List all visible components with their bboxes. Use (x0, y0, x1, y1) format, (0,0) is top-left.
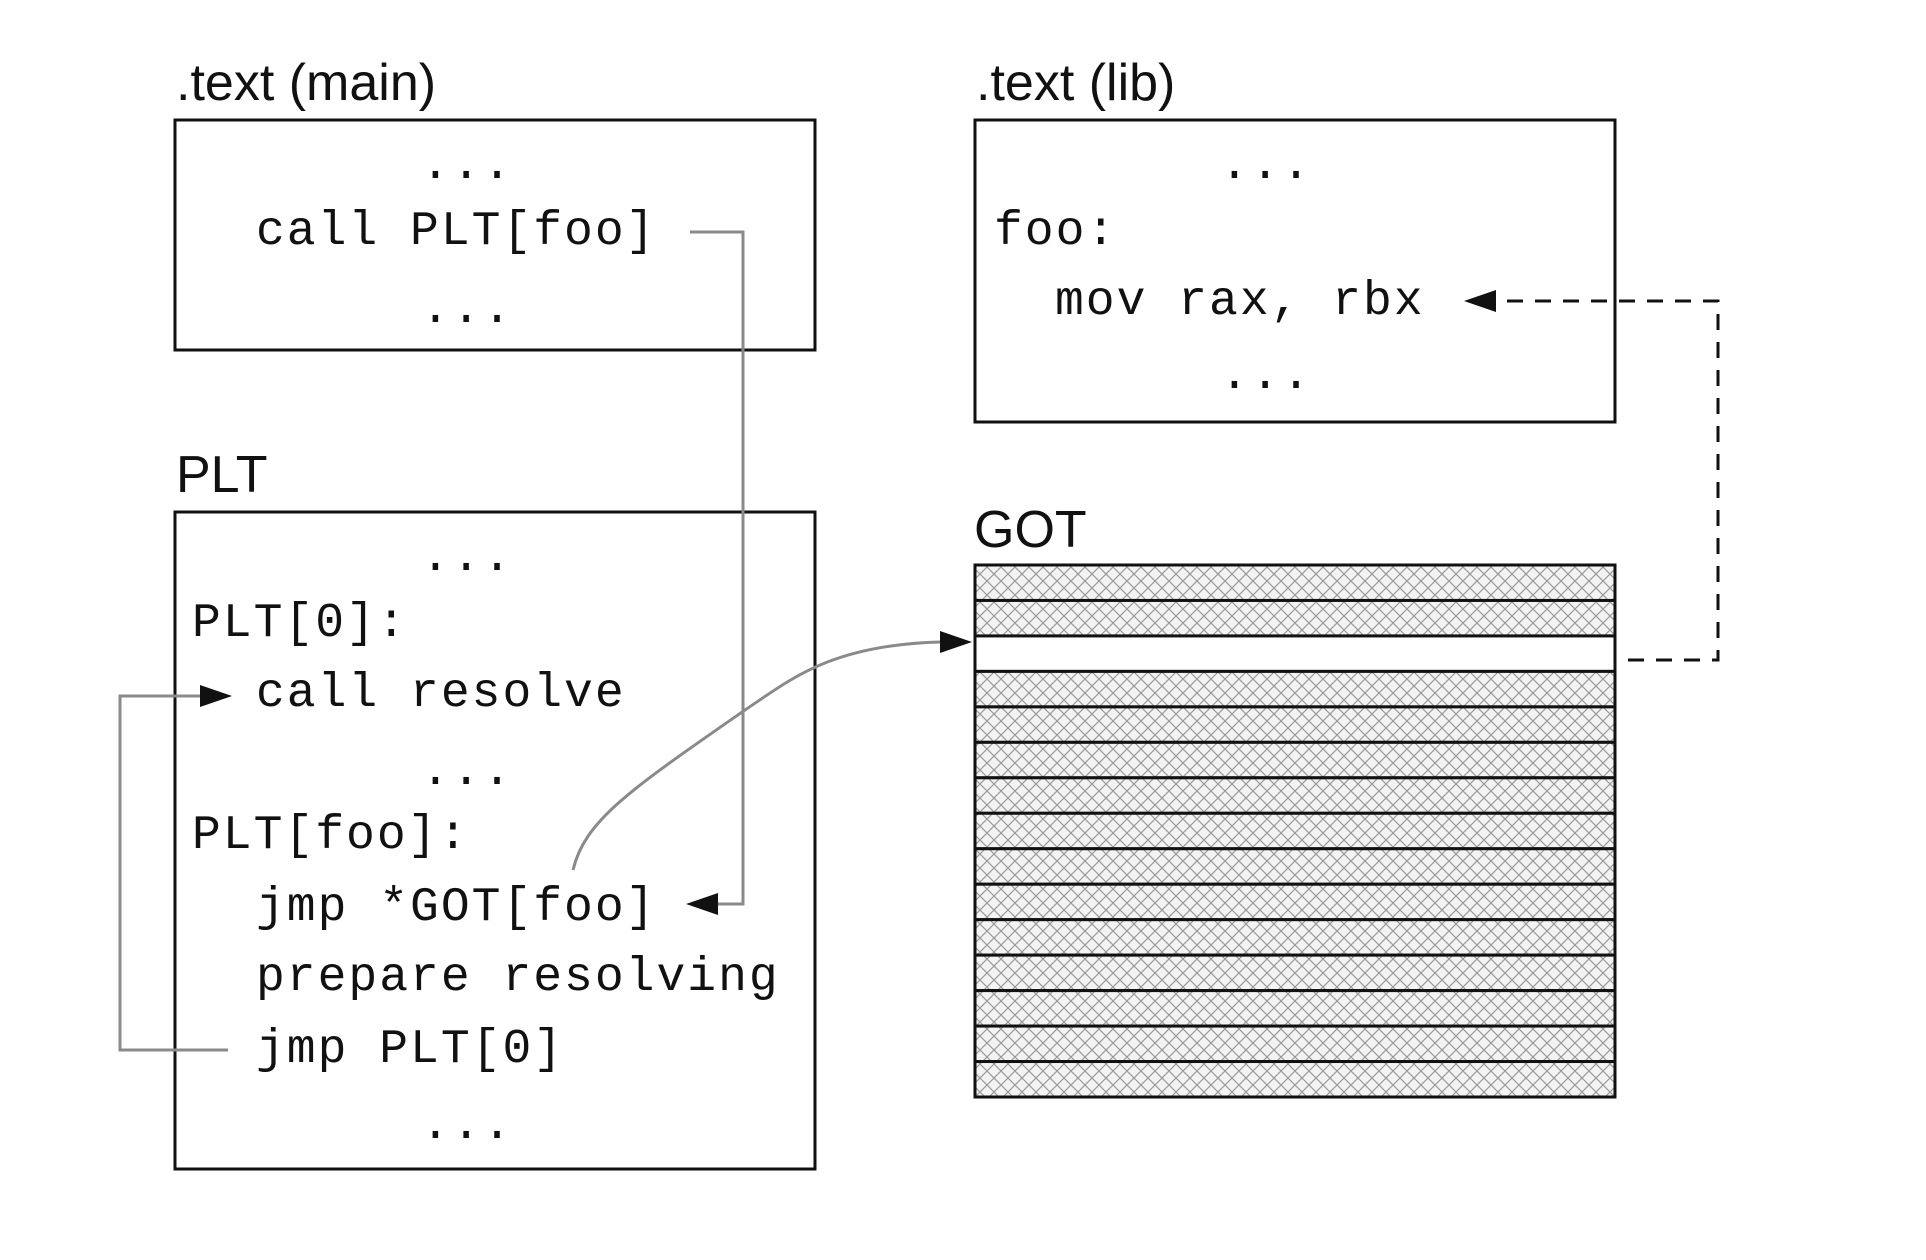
plt-title: PLT (176, 446, 268, 504)
got-row (973, 705, 1617, 744)
got-row (973, 669, 1617, 709)
plt-box (173, 510, 817, 1171)
arrow-jmp-to-got-entry (571, 640, 941, 871)
got-entry-foo (973, 634, 1617, 673)
got-row (973, 1060, 1617, 1099)
text-main-line: ... (421, 283, 513, 337)
got-row (973, 740, 1617, 780)
got-table (973, 563, 1617, 1099)
text-main-title: .text (main) (176, 54, 436, 112)
got-row (973, 989, 1617, 1028)
plt-line-call-resolve: call resolve (256, 667, 626, 721)
plt-line: ... (421, 1099, 513, 1153)
arrow-got-to-foo (1496, 299, 1720, 662)
text-lib-line: ... (1220, 139, 1312, 193)
text-main-box (173, 118, 817, 352)
text-lib-box (973, 118, 1617, 424)
got-row (973, 811, 1617, 851)
text-main-line-call: call PLT[foo] (256, 205, 656, 259)
plt-line-jmp-plt0: jmp PLT[0] (256, 1023, 564, 1077)
arrows (118, 230, 1720, 1052)
arrow-jmp-to-plt0 (118, 694, 228, 1052)
plt-line: ... (421, 745, 513, 799)
got-title: GOT (974, 501, 1087, 559)
plt-line-prepare: prepare resolving (256, 951, 780, 1005)
got-row (973, 847, 1617, 886)
arrowhead-jmp-to-plt0 (200, 685, 232, 707)
got-row (973, 953, 1617, 993)
text-main-section: .text (main) ... call PLT[foo] ... (173, 54, 817, 352)
plt-line-jmp-got: jmp *GOT[foo] (256, 881, 656, 935)
text-lib-line-mov: mov rax, rbx (1055, 275, 1425, 329)
text-main-line: ... (421, 139, 513, 193)
arrowhead-jmp-to-got-entry (940, 631, 972, 653)
text-lib-line-foo-label: foo: (994, 205, 1117, 259)
plt-line: ... (421, 531, 513, 585)
plt-section: PLT ... PLT[0]: call resolve ... PLT[foo… (173, 446, 817, 1171)
plt-line-pltfoo-label: PLT[foo]: (192, 809, 469, 863)
arrow-call-to-plt-foo (690, 230, 745, 906)
got-section: GOT (973, 501, 1617, 1099)
arrowhead-got-to-foo (1464, 290, 1496, 312)
text-lib-section: .text (lib) ... foo: mov rax, rbx ... (973, 54, 1617, 424)
got-row (973, 882, 1617, 922)
text-lib-line: ... (1220, 349, 1312, 403)
got-row (973, 598, 1617, 638)
got-row (973, 918, 1617, 957)
got-row (973, 563, 1617, 602)
text-lib-title: .text (lib) (976, 54, 1175, 112)
got-border (973, 563, 1617, 1099)
plt-line-plt0-label: PLT[0]: (192, 597, 408, 651)
got-row (973, 776, 1617, 815)
got-row (973, 1024, 1617, 1064)
arrowhead-call-to-plt-foo (686, 893, 718, 915)
